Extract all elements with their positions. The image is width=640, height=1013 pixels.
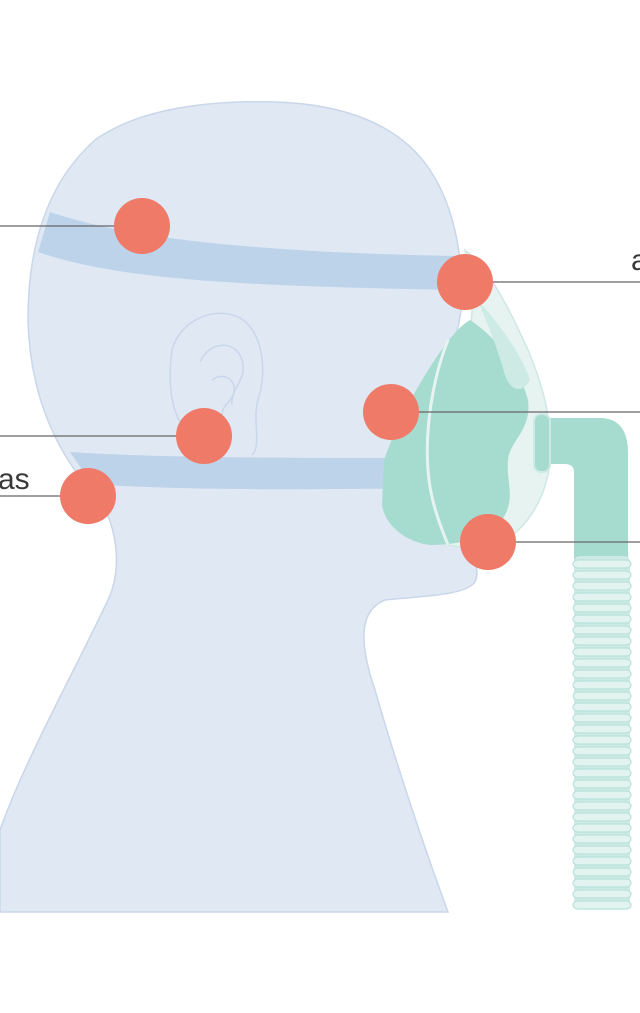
- mask-inner-line: [425, 339, 450, 546]
- hose-rib: [572, 603, 632, 613]
- hose-rib: [572, 801, 632, 811]
- mask-cushion: [382, 320, 529, 545]
- marker-dot: [437, 254, 493, 310]
- hose-rib: [572, 889, 632, 899]
- elbow-connector: [540, 418, 628, 560]
- marker-dot: [114, 198, 170, 254]
- bottom-strap: [70, 452, 433, 490]
- hose-rib: [572, 845, 632, 855]
- hose-rib: [572, 559, 632, 569]
- hose-rib: [572, 812, 632, 822]
- hose-rib: [572, 768, 632, 778]
- label-top-right-fragment: a: [631, 244, 640, 277]
- hose-rib: [572, 570, 632, 580]
- label-left-lower-fragment: as: [0, 463, 30, 496]
- marker-dot: [60, 468, 116, 524]
- markers: [60, 198, 516, 570]
- hose-rib: [572, 713, 632, 723]
- hose-rib: [572, 757, 632, 767]
- hose-rib: [572, 779, 632, 789]
- hose-rib: [572, 878, 632, 888]
- hose-rib: [572, 702, 632, 712]
- elbow-collar: [533, 413, 551, 473]
- hose-rib: [572, 680, 632, 690]
- hose-rib: [572, 669, 632, 679]
- hose-rib: [572, 625, 632, 635]
- hose-rib: [572, 658, 632, 668]
- ribbed-hose: [572, 556, 632, 910]
- hose-rib: [572, 592, 632, 602]
- hose-rib: [572, 691, 632, 701]
- mask-nose-bridge: [478, 300, 530, 390]
- hose-rib: [572, 856, 632, 866]
- hose-rib: [572, 735, 632, 745]
- hose-rib: [572, 636, 632, 646]
- hose-rib: [572, 746, 632, 756]
- hose-rib: [572, 823, 632, 833]
- marker-dot: [363, 384, 419, 440]
- hose-rib: [572, 867, 632, 877]
- top-strap: [38, 212, 458, 290]
- hose-rib: [572, 834, 632, 844]
- hose-rib: [572, 614, 632, 624]
- hose-rib: [572, 900, 632, 910]
- marker-dot: [460, 514, 516, 570]
- hose-rib: [572, 790, 632, 800]
- hose-rib: [572, 647, 632, 657]
- hose-rib: [572, 724, 632, 734]
- hose-rib: [572, 581, 632, 591]
- marker-dot: [176, 408, 232, 464]
